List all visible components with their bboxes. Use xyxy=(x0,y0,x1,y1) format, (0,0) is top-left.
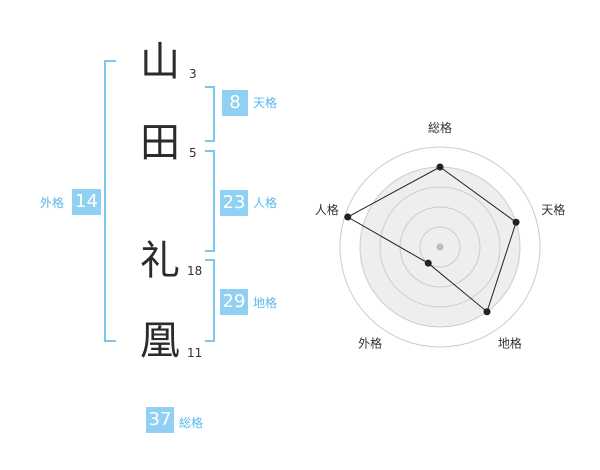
gaikaku-bracket xyxy=(104,60,116,342)
radar-axis-label-2: 天格 xyxy=(541,202,565,217)
soukaku-label: 総格 xyxy=(179,416,204,430)
name-char-1: 山 xyxy=(140,39,180,85)
tenkaku-value: 8 xyxy=(222,90,248,116)
radar-axis-label-4: 外格 xyxy=(358,335,382,350)
name-char-3: 礼 xyxy=(140,238,180,284)
gaikaku-value: 14 xyxy=(72,189,101,215)
stroke-count-1: 3 xyxy=(189,67,197,81)
chikaku-label: 地格 xyxy=(253,296,278,310)
radar-center-dot xyxy=(436,243,444,251)
radar-data-point-1 xyxy=(436,163,444,171)
radar-data-point-2 xyxy=(512,218,520,226)
name-char-4: 凰 xyxy=(140,318,180,364)
radar-grid-ring-5 xyxy=(339,146,541,348)
radar-axis-label-3: 地格 xyxy=(498,335,522,350)
radar-axis-label-1: 総格 xyxy=(428,120,452,135)
radar-axis-label-5: 人格 xyxy=(315,202,339,217)
tenkaku-bracket xyxy=(205,86,215,142)
jinkaku-label: 人格 xyxy=(253,196,278,210)
gaikaku-label: 外格 xyxy=(40,196,65,210)
soukaku-value: 37 xyxy=(146,407,174,433)
stroke-count-3: 18 xyxy=(187,264,203,278)
tenkaku-label: 天格 xyxy=(253,96,278,110)
jinkaku-value: 23 xyxy=(220,190,248,216)
chikaku-value: 29 xyxy=(220,289,248,315)
radar-data-point-4 xyxy=(424,259,432,267)
stroke-count-4: 11 xyxy=(187,346,203,360)
jinkaku-bracket xyxy=(205,150,215,252)
radar-grid-ring-1 xyxy=(419,226,461,268)
stroke-count-2: 5 xyxy=(189,146,197,160)
chikaku-bracket xyxy=(205,259,215,342)
radar-data-polygon xyxy=(346,166,517,313)
radar-grid-ring-3 xyxy=(379,186,501,308)
radar-data-point-3 xyxy=(483,308,491,316)
name-char-2: 田 xyxy=(140,120,180,166)
radar-data-point-5 xyxy=(344,213,352,221)
